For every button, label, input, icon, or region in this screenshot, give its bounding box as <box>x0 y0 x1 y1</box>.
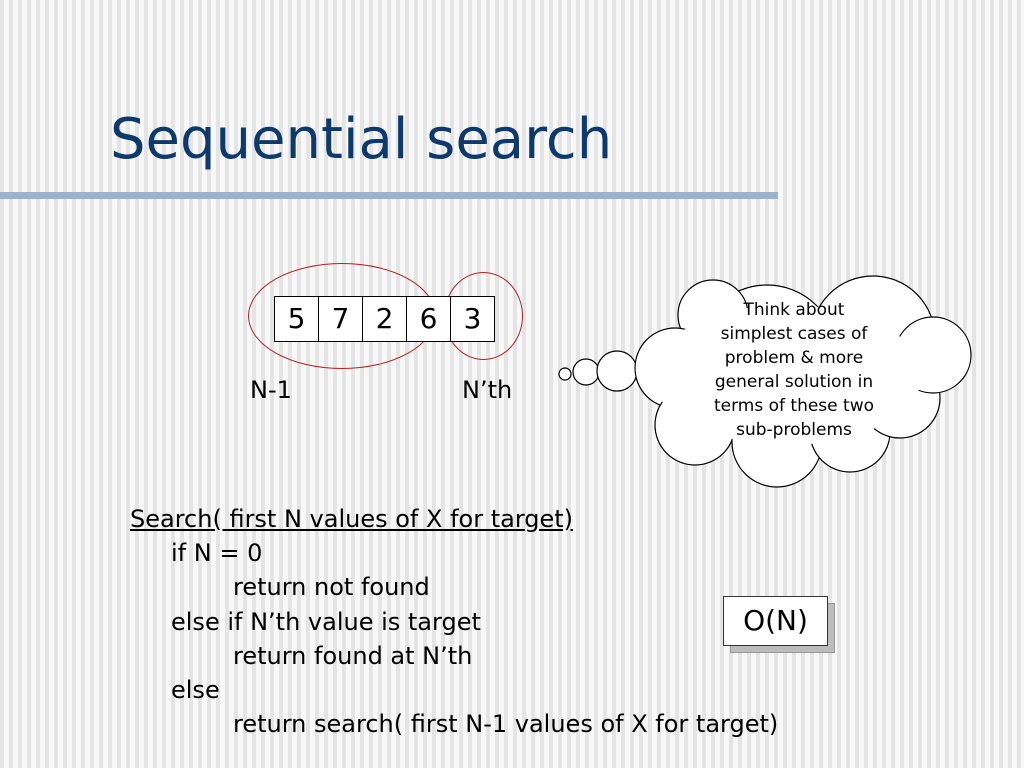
n-minus-1-label: N-1 <box>250 376 292 404</box>
thought-line: simplest cases of <box>720 324 868 344</box>
pseudocode-line: return found at N’th <box>233 641 473 670</box>
thought-line: Think about <box>743 300 845 320</box>
array-cell: 6 <box>406 296 451 342</box>
pseudocode: Search( first N values of X for target) … <box>130 502 778 741</box>
pseudocode-line: if N = 0 <box>171 539 263 568</box>
array-cell: 3 <box>450 296 495 342</box>
thought-cloud-icon <box>558 275 972 488</box>
thought-line: sub-problems <box>736 420 852 440</box>
thought-line: problem & more <box>724 348 864 368</box>
thought-bubble-text: Think about simplest cases of problem & … <box>688 298 900 442</box>
thought-line: terms of these two <box>713 396 874 416</box>
array-cell: 7 <box>318 296 363 342</box>
array-cell: 5 <box>274 296 319 342</box>
pseudocode-line: return not found <box>233 573 430 602</box>
nth-label: N’th <box>462 376 513 404</box>
complexity-box: O(N) <box>723 596 835 654</box>
pseudocode-line: return search( first N-1 values of X for… <box>233 710 779 739</box>
slide-title: Sequential search <box>110 107 613 172</box>
pseudocode-header: Search( first N values of X for target) <box>130 505 574 533</box>
title-divider <box>0 192 778 199</box>
pseudocode-line: else <box>171 676 220 705</box>
pseudocode-line: else if N’th value is target <box>171 607 481 636</box>
complexity-label: O(N) <box>723 596 828 646</box>
array-cell: 2 <box>362 296 407 342</box>
thought-line: general solution in <box>714 372 874 392</box>
array: 5 7 2 6 3 <box>274 296 495 342</box>
